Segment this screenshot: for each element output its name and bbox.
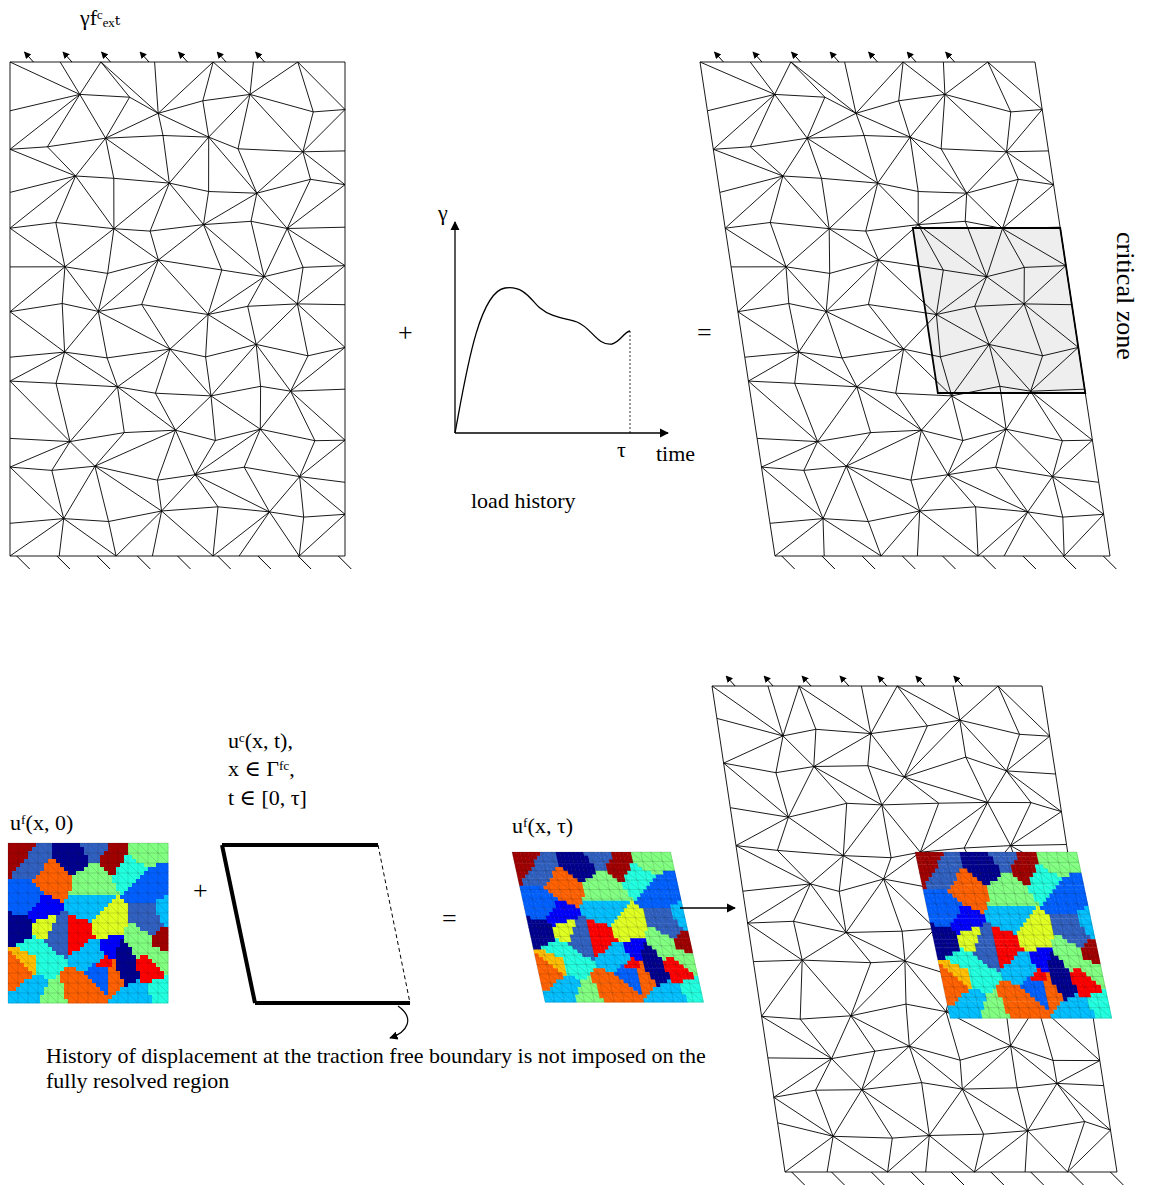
fe-mesh	[10, 52, 351, 569]
equals-sign: =	[697, 318, 712, 348]
plus-sign: +	[398, 318, 413, 348]
voronoi-grains	[915, 852, 1112, 1018]
fe-mesh	[712, 676, 1123, 1185]
coarse-meshes	[10, 52, 1123, 1185]
field-label: uᶠ(x, 0)	[10, 810, 73, 835]
mesh-edges	[712, 686, 1117, 1172]
plot-caption: load history	[471, 488, 576, 513]
axis-tick: τ	[617, 437, 626, 462]
axis-label: γ	[438, 200, 448, 225]
critical-zone-outline	[913, 228, 1085, 393]
field-label: t ∈ [0, τ]	[228, 785, 307, 810]
boundary-history	[222, 845, 410, 1038]
zone-label: critical zone	[1110, 232, 1140, 360]
field-label: uᶠ(x, τ)	[512, 813, 573, 838]
symbol: γfᶜₑₓₜ	[80, 5, 120, 30]
result-arrow	[680, 907, 735, 908]
plus-sign: +	[193, 876, 208, 906]
mesh-edges	[10, 62, 345, 556]
mesh-edges	[700, 62, 1110, 556]
field-label: x ∈ Γᶠᶜ,	[228, 756, 295, 781]
axis-label: time	[656, 441, 695, 466]
field-label: uᶜ(x, t),	[228, 728, 293, 753]
grain-microstructures	[8, 843, 1112, 1018]
load-history-plot	[455, 222, 668, 433]
note-text: History of displacement at the traction …	[46, 1043, 736, 1094]
fe-mesh	[700, 52, 1116, 569]
equals-sign: =	[442, 904, 457, 934]
voronoi-grains	[8, 843, 168, 1003]
voronoi-grains	[512, 852, 704, 1002]
critical-zone	[913, 228, 1085, 393]
